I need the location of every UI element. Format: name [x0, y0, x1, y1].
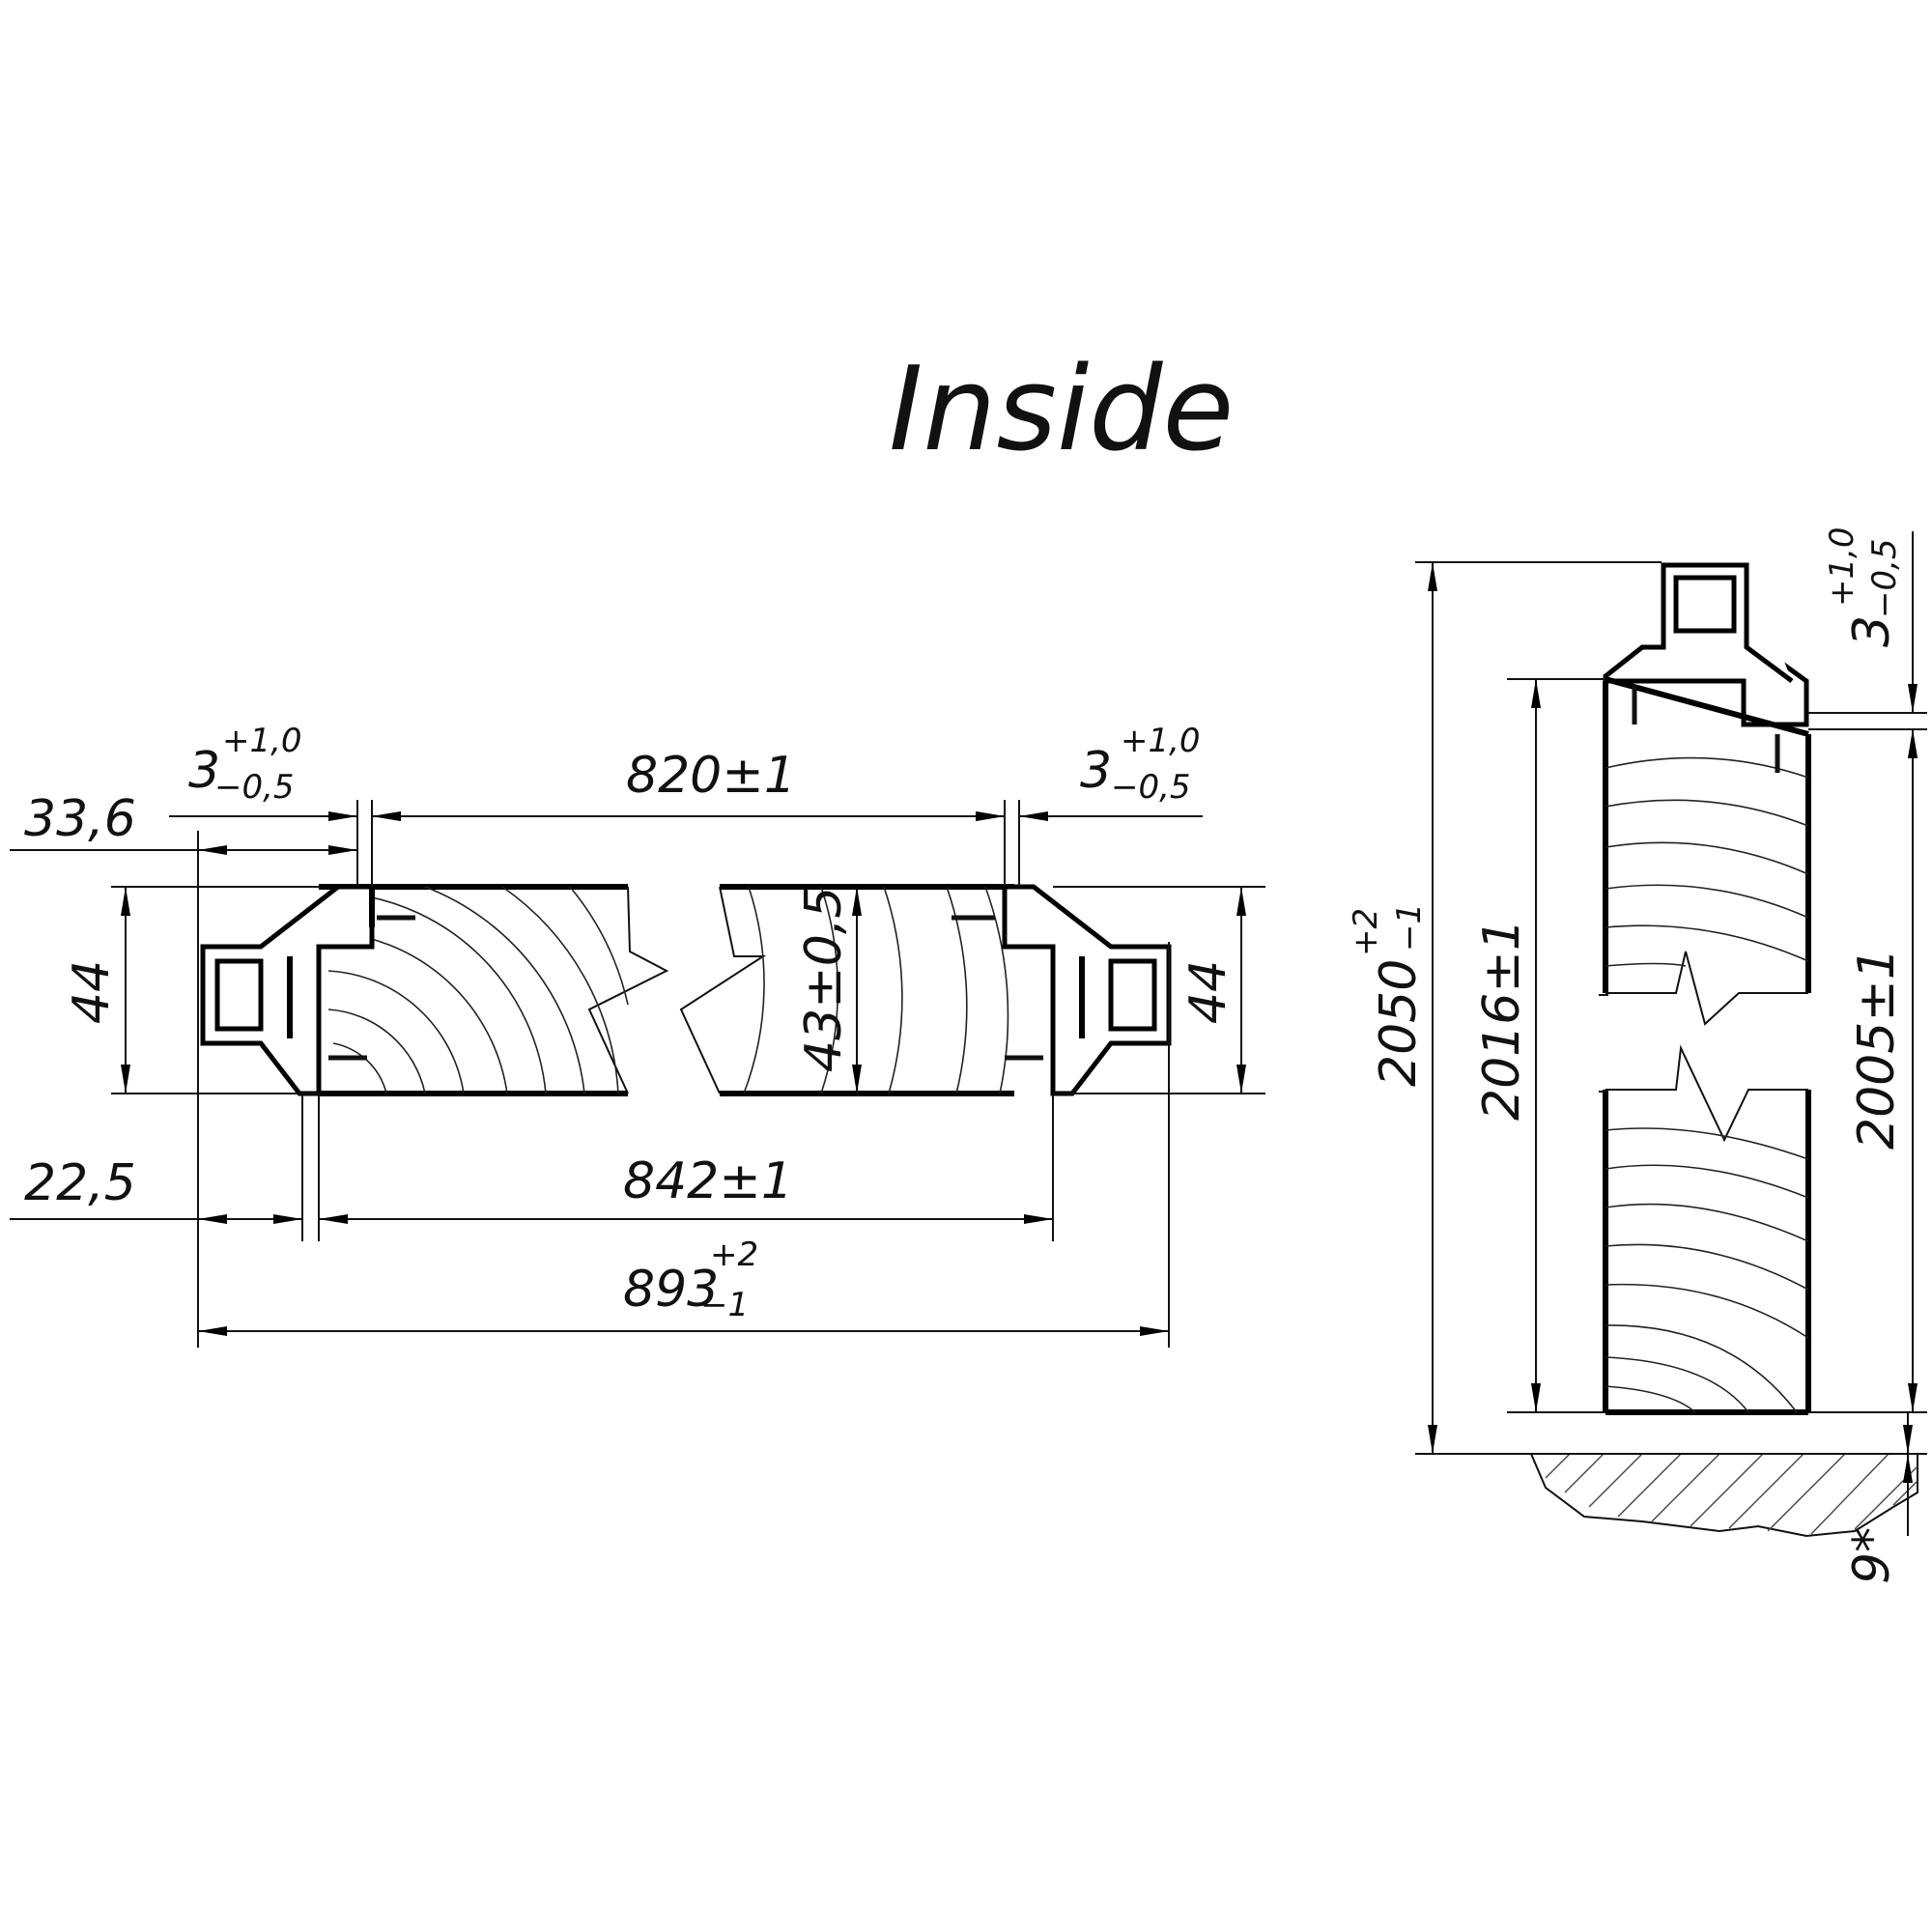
dim-frame-depth-left: 44 — [63, 960, 121, 1024]
vertical-extension-lines — [1415, 561, 1927, 1455]
dim-offset-left: 33,6 — [24, 790, 136, 848]
dim-clear-height: 2016±1 — [1473, 919, 1531, 1121]
top-frame-profile — [1603, 562, 1809, 773]
dim-gap-right: 3 — [1080, 742, 1112, 800]
dim-gap-left-tol-plus: +1,0 — [222, 722, 302, 760]
dim-leaf-thickness: 43±0,5 — [795, 887, 853, 1072]
leaf-right-part — [679, 884, 1014, 1096]
dim-gap-right-tol-minus: −0,5 — [1111, 768, 1191, 807]
drawing-title: Inside — [889, 343, 1234, 477]
plan-extension-lines — [111, 800, 1265, 1348]
dim-overall-width-tol-plus: +2 — [710, 1236, 758, 1274]
dim-floor-gap: 9* — [1843, 1527, 1901, 1584]
dim-leaf-height: 2005±1 — [1848, 948, 1906, 1150]
dim-overall-height-tol-plus: +2 — [1347, 908, 1385, 956]
dim-frame-depth-right: 44 — [1179, 960, 1237, 1024]
dim-leaf-width: 820±1 — [626, 747, 796, 805]
dim-overall-width-tol-minus: −1 — [700, 1286, 749, 1324]
dim-gap-top-tol-minus: −0,5 — [1865, 538, 1904, 618]
vertical-leaf-upper — [1603, 681, 1811, 1026]
leaf-left-part — [319, 884, 669, 1096]
vertical-leaf-lower — [1603, 1044, 1811, 1415]
dim-gap-left: 3 — [188, 742, 220, 800]
left-frame-profile — [200, 884, 415, 1096]
dim-overall-width: 893 — [623, 1261, 719, 1319]
right-frame-profile — [952, 884, 1172, 1096]
dim-gap-right-tol-plus: +1,0 — [1121, 722, 1201, 760]
vertical-section: 2050 +2 −1 2016±1 2005±1 3 +1,0 −0,5 9* — [1347, 526, 1927, 1584]
dim-overall-height-tol-minus: −1 — [1390, 903, 1429, 952]
dim-overall-height: 2050 — [1370, 959, 1428, 1087]
dim-jamb-offset: 22,5 — [24, 1154, 136, 1212]
dim-gap-top: 3 — [1843, 615, 1901, 647]
dim-gap-top-tol-plus: +1,0 — [1823, 526, 1861, 607]
floor-hatch — [1529, 1453, 1918, 1538]
dim-gap-left-tol-minus: −0,5 — [214, 768, 295, 807]
plan-section: 33,6 3 +1,0 −0,5 820±1 3 +1,0 −0,5 44 44… — [10, 722, 1265, 1348]
dim-clear-width: 842±1 — [623, 1152, 793, 1210]
